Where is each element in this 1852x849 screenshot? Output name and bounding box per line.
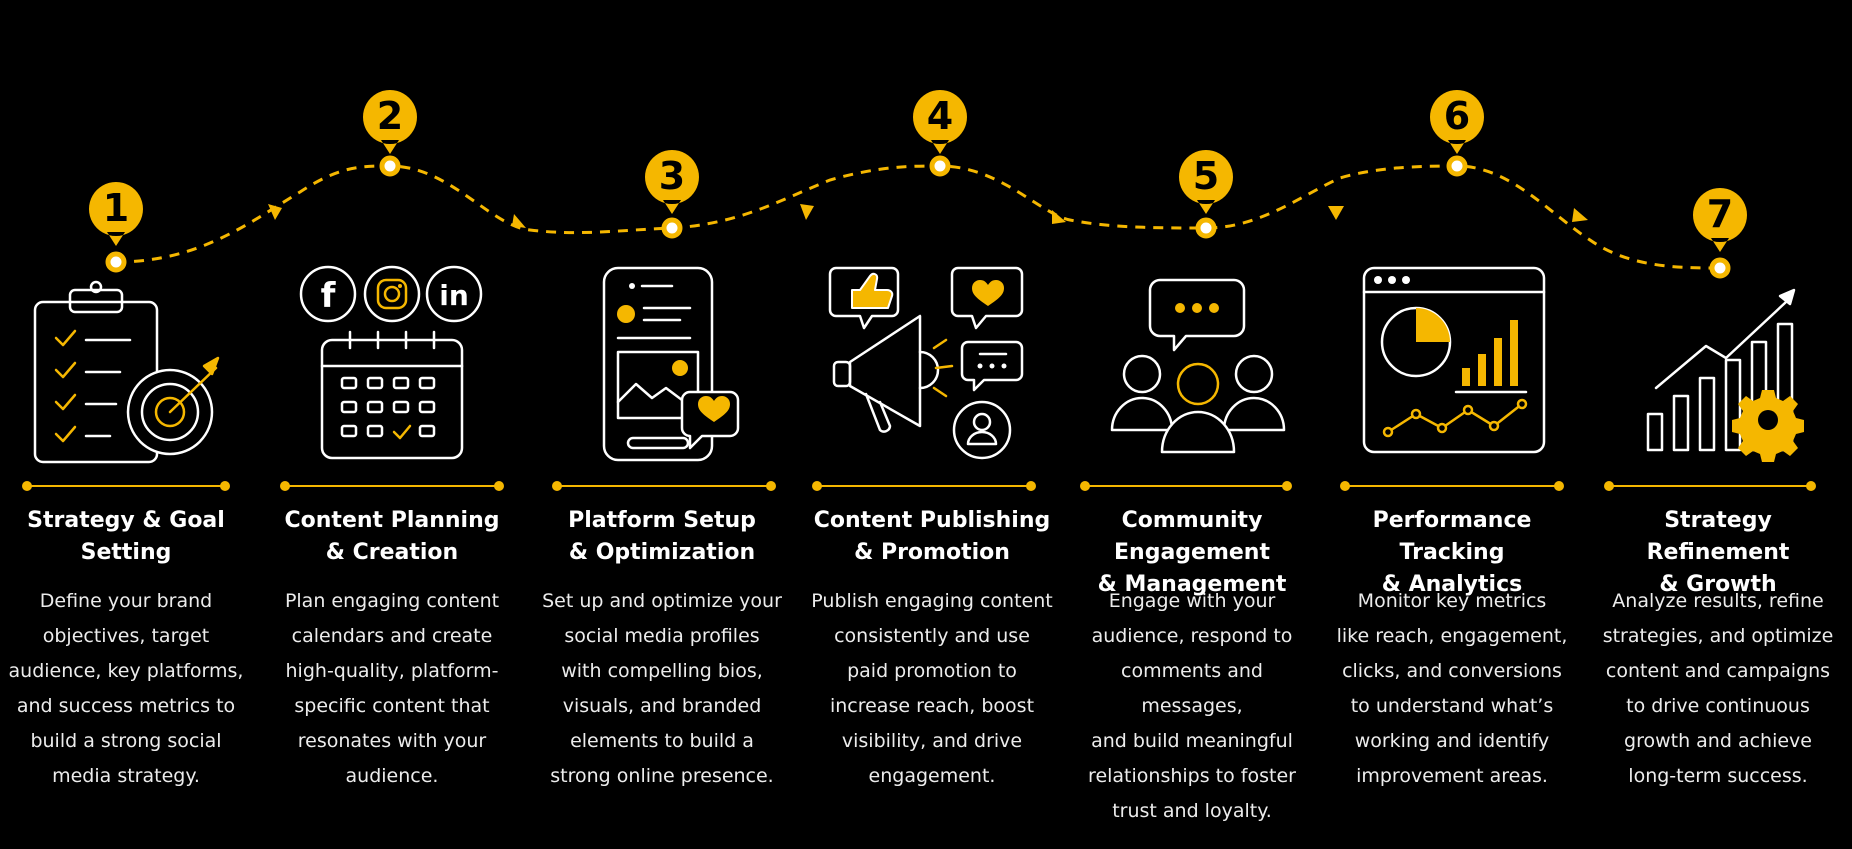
gear-icon [1732,390,1804,462]
pin-icon [1429,90,1484,154]
step-marker-4: 4 [911,88,969,158]
node-dot [929,155,951,177]
arrow-icon [1328,206,1344,220]
node-dot [379,155,401,177]
step-divider [280,481,504,491]
clipboard-target-icon [20,262,220,472]
path-arrows [268,204,1588,228]
arrow-icon [268,204,282,220]
step-title: Performance Tracking & Analytics [1372,508,1532,597]
step-marker-2: 2 [361,88,419,158]
arrow-icon [800,204,814,220]
step-number: 4 [926,94,954,138]
pin-icon [644,150,699,214]
analytics-dashboard-icon [1362,262,1562,472]
step-divider [22,481,230,491]
pin-icon [1178,150,1233,214]
step-description: Publish engaging content consistently an… [811,590,1053,787]
facebook-icon: f [321,276,337,316]
step-divider [1080,481,1292,491]
step-marker-1: 1 [87,180,145,250]
phone-profile-icon [572,262,772,472]
step-description: Engage with your audience, respond to co… [1088,590,1296,822]
step-number: 3 [658,154,686,198]
step-divider [1340,481,1564,491]
step-divider [552,481,776,491]
step-description: Set up and optimize your social media pr… [542,590,782,787]
step-description: Define your brand objectives, target aud… [8,590,244,787]
node-dot [1709,257,1731,279]
step-number: 7 [1706,192,1734,236]
dashed-route [115,164,1721,270]
calendar-social-icon: f in [292,262,492,472]
step-marker-7: 7 [1691,186,1749,256]
arrow-icon [1052,210,1066,224]
path-nodes [105,155,1731,279]
step-divider [812,481,1036,491]
pin-icon [912,90,967,154]
node-dot [105,251,127,273]
arrow-icon [512,214,526,228]
step-marker-3: 3 [643,148,701,218]
step-description: Analyze results, refine strategies, and … [1602,590,1834,787]
step-number: 2 [376,94,404,138]
step-title: Strategy Refinement & Growth [1646,508,1790,597]
step-number: 5 [1192,154,1220,198]
pin-icon [1692,188,1747,252]
step-title: Content Planning & Creation [284,508,500,565]
step-title: Platform Setup & Optimization [568,508,756,565]
arrow-icon [1572,208,1588,222]
linkedin-icon: in [439,279,469,312]
megaphone-icon [828,262,1030,472]
step-number: 6 [1443,94,1471,138]
step-title: Strategy & Goal Setting [27,508,225,565]
step-description: Monitor key metrics like reach, engageme… [1336,590,1568,787]
pin-icon [88,182,143,246]
growth-gear-icon [1636,262,1836,472]
step-title: Community Engagement & Management [1097,508,1287,597]
node-dot [661,217,683,239]
node-dot [1446,155,1468,177]
step-description: Plan engaging content calendars and crea… [284,590,500,787]
community-icon [1100,262,1300,472]
step-marker-6: 6 [1428,88,1486,158]
step-number: 1 [102,186,130,230]
pin-icon [362,90,417,154]
step-divider [1604,481,1816,491]
step-title: Content Publishing & Promotion [813,508,1051,565]
node-dot [1195,217,1217,239]
step-marker-5: 5 [1177,148,1235,218]
